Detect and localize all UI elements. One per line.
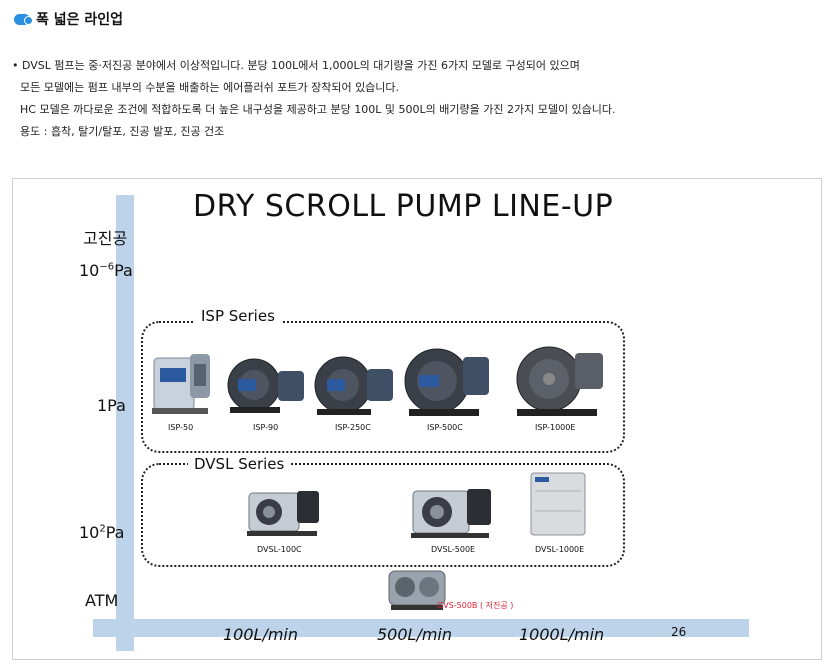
dvsl-series-label: DVSL Series [188,455,291,473]
model-label: ISP-90 [253,423,279,432]
gvs-500b-pump-image [388,570,446,610]
description-line: 모든 모델에는 펌프 내부의 수분을 배출하는 에어플러쉬 포트가 장착되어 있… [20,81,400,94]
isp-90-pump-image [227,358,304,413]
description-line: • DVSL 펌프는 중·저진공 분야에서 이상적입니다. 분당 100L에서 … [12,59,580,72]
description-line: 용도 : 흡착, 탈기/탈포, 진공 발포, 진공 건조 [20,125,225,138]
model-label: ISP-500C [427,423,463,432]
model-label: DVSL-100C [257,545,302,554]
x-label-500: 500L/min [377,625,453,644]
model-label: ISP-1000E [535,423,576,432]
y-label-1e2pa: 102Pa [79,523,125,542]
isp-250c-pump-image [314,356,393,415]
isp-series-box [141,321,625,453]
isp-series-label: ISP Series [195,307,281,325]
page-number: 26 [671,625,687,639]
dvsl-series-box [141,463,625,567]
section-title: 폭 넓은 라인업 [36,12,124,28]
gvs-model-label: GVS-500B ( 저진공 ) [437,601,514,610]
y-axis-bar [116,195,134,651]
y-label-atm: ATM [85,591,119,610]
description: • DVSL 펌프는 중·저진공 분야에서 이상적입니다. 분당 100L에서 … [12,55,616,143]
x-label-100: 100L/min [223,625,299,644]
model-label: ISP-50 [168,423,194,432]
isp-500c-pump-image [404,348,489,416]
y-label-1pa: 1Pa [97,396,126,415]
model-label: DVSL-500E [431,545,476,554]
y-label-1e-6pa: 10−6Pa [79,261,133,280]
model-label: ISP-250C [335,423,371,432]
dvsl-500e-pump-image [411,489,491,538]
isp-1000e-pump-image [516,346,603,416]
y-label-high-vacuum: 고진공 [83,229,128,248]
dvsl-100c-pump-image [247,491,319,536]
dvsl-1000e-pump-image [530,472,586,536]
x-axis-bar [93,619,749,637]
isp-50-pump-image [152,354,210,414]
model-label: DVSL-1000E [535,545,585,554]
x-label-1000: 1000L/min [519,625,605,644]
bullet-icon [14,13,33,25]
figure-title: DRY SCROLL PUMP LINE-UP [193,189,614,224]
lineup-figure: DRY SCROLL PUMP LINE-UP 고진공 10−6Pa 1Pa 1… [12,178,822,660]
section-header: 폭 넓은 라인업 [14,9,123,29]
description-line: HC 모델은 까다로운 조건에 적합하도록 더 높은 내구성을 제공하고 분당 … [20,103,616,116]
